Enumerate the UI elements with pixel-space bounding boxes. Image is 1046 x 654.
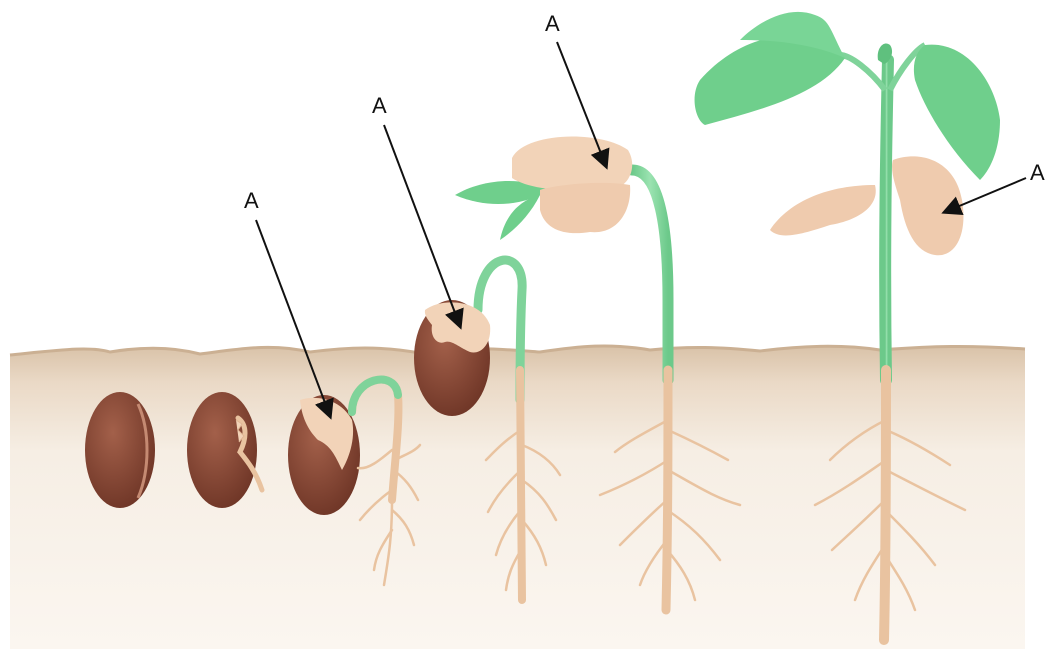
label-stage-4: A [372, 95, 387, 117]
pointer-arrow-stage-4 [384, 125, 460, 326]
label-stage-5: A [545, 13, 560, 35]
label-stage-6: A [1030, 162, 1045, 184]
label-stage-3: A [244, 190, 259, 212]
seed-stage-1 [85, 392, 155, 508]
